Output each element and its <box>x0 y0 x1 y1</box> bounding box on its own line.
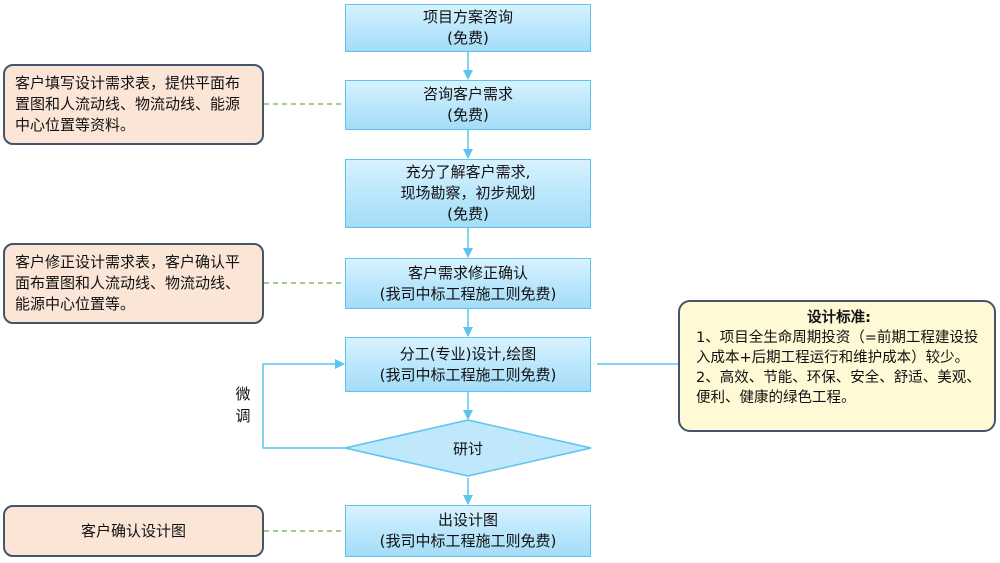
step-text: (免费) <box>447 205 489 223</box>
step-text: 分工(专业)设计,绘图 <box>399 344 537 363</box>
step-text: (免费) <box>447 29 489 47</box>
decision-diamond <box>344 419 592 477</box>
loop-back-arrow <box>262 359 345 449</box>
step-text: (我司中标工程施工则免费) <box>379 532 557 550</box>
step-text: 出设计图 <box>437 511 498 529</box>
step-text: 客户需求修正确认 <box>407 263 528 282</box>
client-note-3: 客户确认设计图 <box>3 505 264 557</box>
step-consult-client-needs: 咨询客户需求 (免费) <box>345 80 591 130</box>
step-text: (我司中标工程施工则免费) <box>379 284 557 303</box>
design-standard-title: 设计标准: <box>807 310 871 326</box>
step-design-drawing: 分工(专业)设计,绘图 (我司中标工程施工则免费) <box>345 337 591 392</box>
decision-label: 研讨 <box>452 439 483 458</box>
design-standard-box: 设计标准: 1、项目全生命周期投资（=前期工程建设投入成本+后期工程运行和维护成… <box>678 300 996 432</box>
step-text: 咨询客户需求 <box>422 85 513 103</box>
client-note-2: 客户修正设计需求表，客户确认平面布置图和人流动线、物流动线、能源中心位置等。 <box>3 243 264 324</box>
loop-label-char: 微 <box>235 385 251 403</box>
design-standard-item-2: 2、高效、节能、环保、安全、舒适、美观、便利、健康的绿色工程。 <box>696 370 981 406</box>
step-site-survey: 充分了解客户需求, 现场勘察，初步规划 (免费) <box>345 159 591 228</box>
note-text: 客户修正设计需求表，客户确认平面布置图和人流动线、物流动线、能源中心位置等。 <box>15 253 241 313</box>
step-project-consultation: 项目方案咨询 (免费) <box>345 4 591 52</box>
loop-label: 微 调 <box>234 383 252 427</box>
step-text: 项目方案咨询 <box>422 8 513 26</box>
step-text: (我司中标工程施工则免费) <box>379 365 557 384</box>
note-text: 客户确认设计图 <box>80 521 186 540</box>
step-text: (免费) <box>447 106 489 124</box>
step-requirement-revision: 客户需求修正确认 (我司中标工程施工则免费) <box>345 258 591 309</box>
note-text: 客户填写设计需求表，提供平面布置图和人流动线、物流动线、能源中心位置等资料。 <box>15 74 241 134</box>
step-text: 现场勘察，初步规划 <box>400 184 536 202</box>
step-issue-design: 出设计图 (我司中标工程施工则免费) <box>345 505 591 557</box>
design-standard-item-1: 1、项目全生命周期投资（=前期工程建设投入成本+后期工程运行和维护成本）较少。 <box>696 330 979 366</box>
client-note-1: 客户填写设计需求表，提供平面布置图和人流动线、物流动线、能源中心位置等资料。 <box>3 64 264 145</box>
loop-label-char: 调 <box>235 407 251 425</box>
step-text: 充分了解客户需求, <box>405 163 531 181</box>
